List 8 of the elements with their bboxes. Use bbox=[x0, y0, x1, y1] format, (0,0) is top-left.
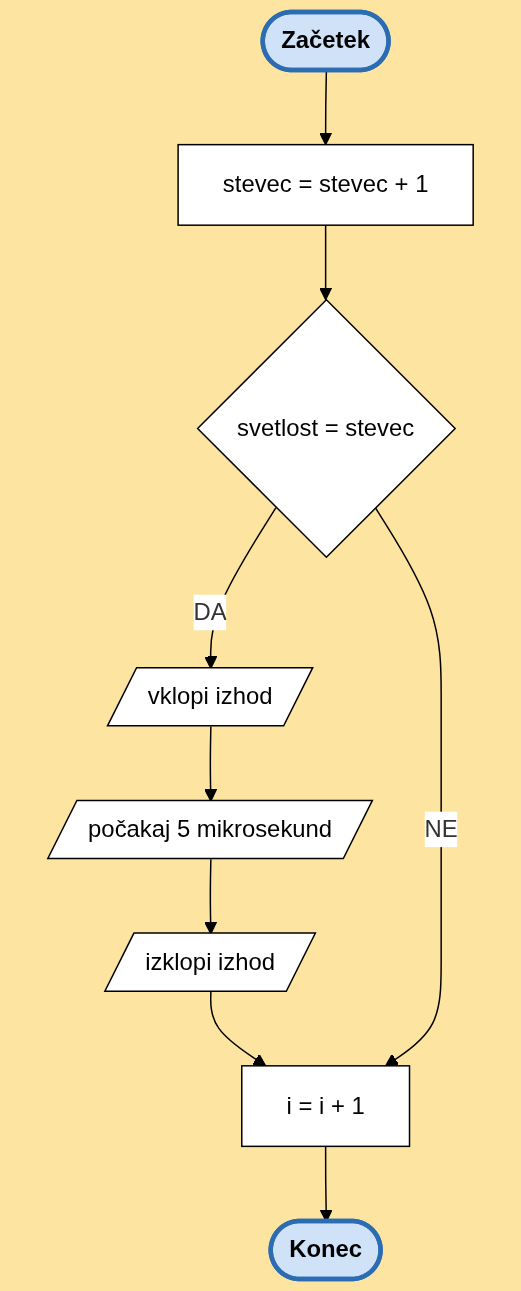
node-box: i = i + 1 bbox=[241, 1065, 411, 1148]
node-box: stevec = stevec + 1 bbox=[177, 143, 474, 226]
edge-label: DA bbox=[193, 599, 227, 625]
arrow bbox=[319, 224, 333, 301]
arrow bbox=[374, 506, 442, 1067]
arrow bbox=[209, 991, 267, 1067]
edge-label: NE bbox=[424, 816, 458, 842]
node-diamond: svetlost = stevec bbox=[196, 298, 457, 559]
